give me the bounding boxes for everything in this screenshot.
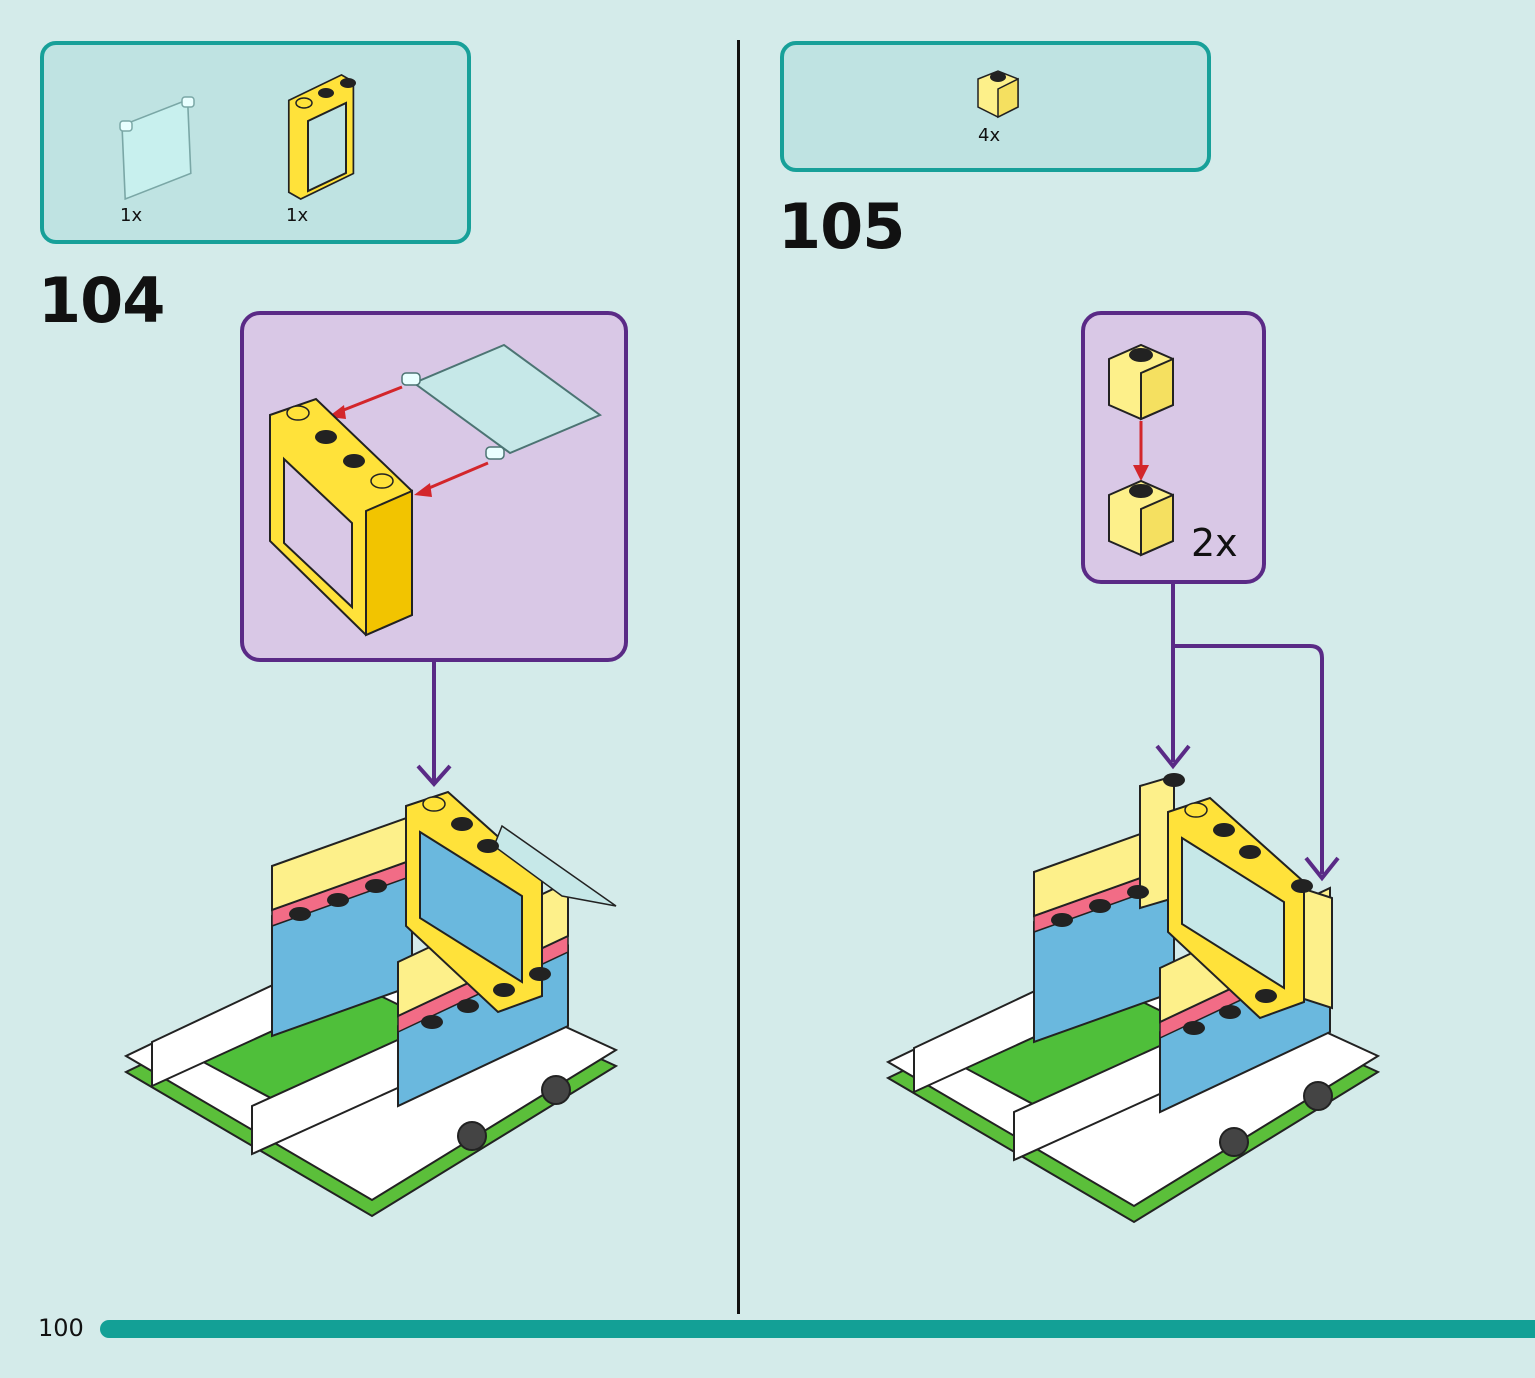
callout-arrow-104 bbox=[416, 662, 452, 788]
callout-step-104 bbox=[240, 311, 628, 662]
callout-arrows-105 bbox=[1155, 584, 1340, 882]
page-number: 100 bbox=[38, 1314, 84, 1342]
yellow-brick-icon bbox=[977, 70, 1019, 119]
parts-list-step-104: 1x 1x bbox=[40, 41, 471, 244]
progress-bar bbox=[100, 1320, 1535, 1338]
model-illustration-step-104 bbox=[123, 790, 619, 1218]
parts-list-step-105: 4x bbox=[780, 41, 1211, 172]
callout-step-105: 2x bbox=[1081, 311, 1266, 584]
step-number-104: 104 bbox=[38, 264, 165, 337]
window-frame-assembly-illustration bbox=[269, 343, 603, 637]
yellow-brick-quantity: 4x bbox=[978, 125, 1001, 146]
window-frame-icon bbox=[287, 73, 356, 200]
model-illustration-step-105 bbox=[885, 773, 1381, 1224]
callout-multiplier: 2x bbox=[1191, 521, 1238, 565]
step-number-105: 105 bbox=[778, 190, 905, 263]
window-frame-quantity: 1x bbox=[286, 205, 309, 226]
glass-pane-icon bbox=[119, 96, 195, 201]
glass-pane-quantity: 1x bbox=[120, 205, 143, 226]
page-divider bbox=[737, 40, 740, 1314]
brick-stack-illustration bbox=[1108, 343, 1174, 557]
